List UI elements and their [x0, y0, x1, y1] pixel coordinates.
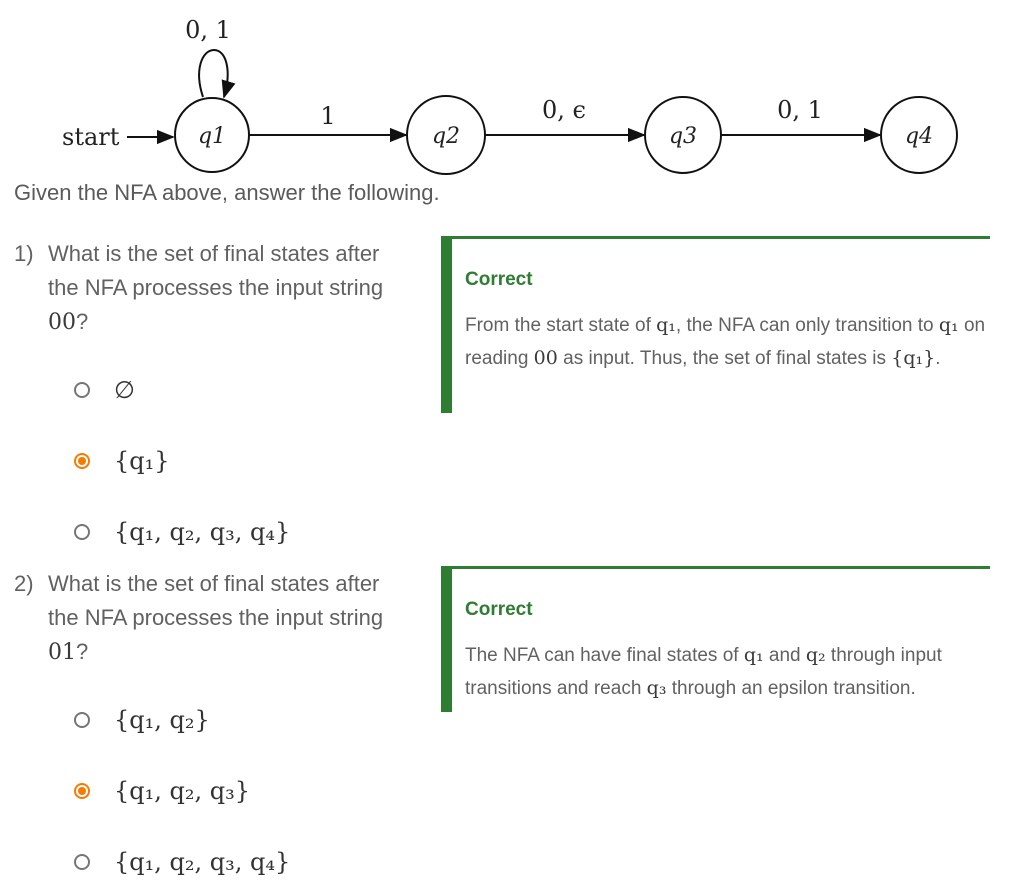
- q2-option-1[interactable]: {q₁, q₂}: [74, 702, 210, 738]
- feedback-panel-1: Correct From the start state of q₁, the …: [441, 236, 990, 413]
- feedback-text: The NFA can have final states of q₁ and …: [465, 644, 942, 699]
- radio-button[interactable]: [74, 524, 90, 540]
- q2-option-3[interactable]: {q₁, q₂, q₃, q₄}: [74, 844, 290, 880]
- input-string: 01: [48, 640, 76, 665]
- question-1: 1) What is the set of final states after…: [14, 237, 414, 347]
- input-string: 00: [48, 310, 76, 335]
- radio-button[interactable]: [74, 854, 90, 870]
- state-q3-label: q3: [669, 124, 697, 149]
- q1-option-1[interactable]: ∅: [74, 372, 135, 408]
- feedback-text: From the start state of q₁, the NFA can …: [465, 314, 986, 369]
- option-label: {q₁, q₂, q₃, q₄}: [114, 848, 291, 876]
- radio-button[interactable]: [74, 712, 90, 728]
- question-2: 2) What is the set of final states after…: [14, 567, 414, 677]
- nfa-diagram: 0, 1 start q1 q2 q3 q4 1 0, ϵ 0, 1: [62, 16, 958, 175]
- start-label: start: [62, 123, 120, 151]
- feedback-panel-2: Correct The NFA can have final states of…: [441, 566, 990, 712]
- state-q1-label: q1: [198, 124, 226, 149]
- self-loop-arrow: [198, 48, 236, 99]
- option-label: {q₁, q₂, q₃, q₄}: [114, 518, 291, 546]
- radio-button[interactable]: [74, 382, 90, 398]
- feedback-title: Correct: [465, 269, 533, 290]
- option-label: ∅: [114, 376, 135, 404]
- question-number: 1): [14, 241, 34, 266]
- radio-button-selected[interactable]: [74, 453, 90, 469]
- state-q2-label: q2: [432, 124, 460, 149]
- option-label: {q₁}: [114, 447, 170, 475]
- q1-option-2[interactable]: {q₁}: [74, 443, 170, 479]
- q1-option-3[interactable]: {q₁, q₂, q₃, q₄}: [74, 514, 290, 550]
- question-text: What is the set of final states after th…: [48, 241, 384, 335]
- option-label: {q₁, q₂, q₃}: [114, 777, 251, 805]
- edge-q2-q3-label: 0, ϵ: [542, 96, 586, 124]
- feedback-title: Correct: [465, 599, 533, 620]
- question-number: 2): [14, 571, 34, 596]
- edge-q1-q2-label: 1: [320, 102, 335, 130]
- radio-button-selected[interactable]: [74, 783, 90, 799]
- intro-text: Given the NFA above, answer the followin…: [14, 180, 440, 205]
- self-loop-label: 0, 1: [185, 16, 231, 44]
- question-text: What is the set of final states after th…: [48, 571, 384, 665]
- q2-option-2[interactable]: {q₁, q₂, q₃}: [74, 773, 250, 809]
- option-label: {q₁, q₂}: [114, 706, 210, 734]
- edge-q3-q4-label: 0, 1: [777, 96, 823, 124]
- state-q4-label: q4: [905, 124, 933, 149]
